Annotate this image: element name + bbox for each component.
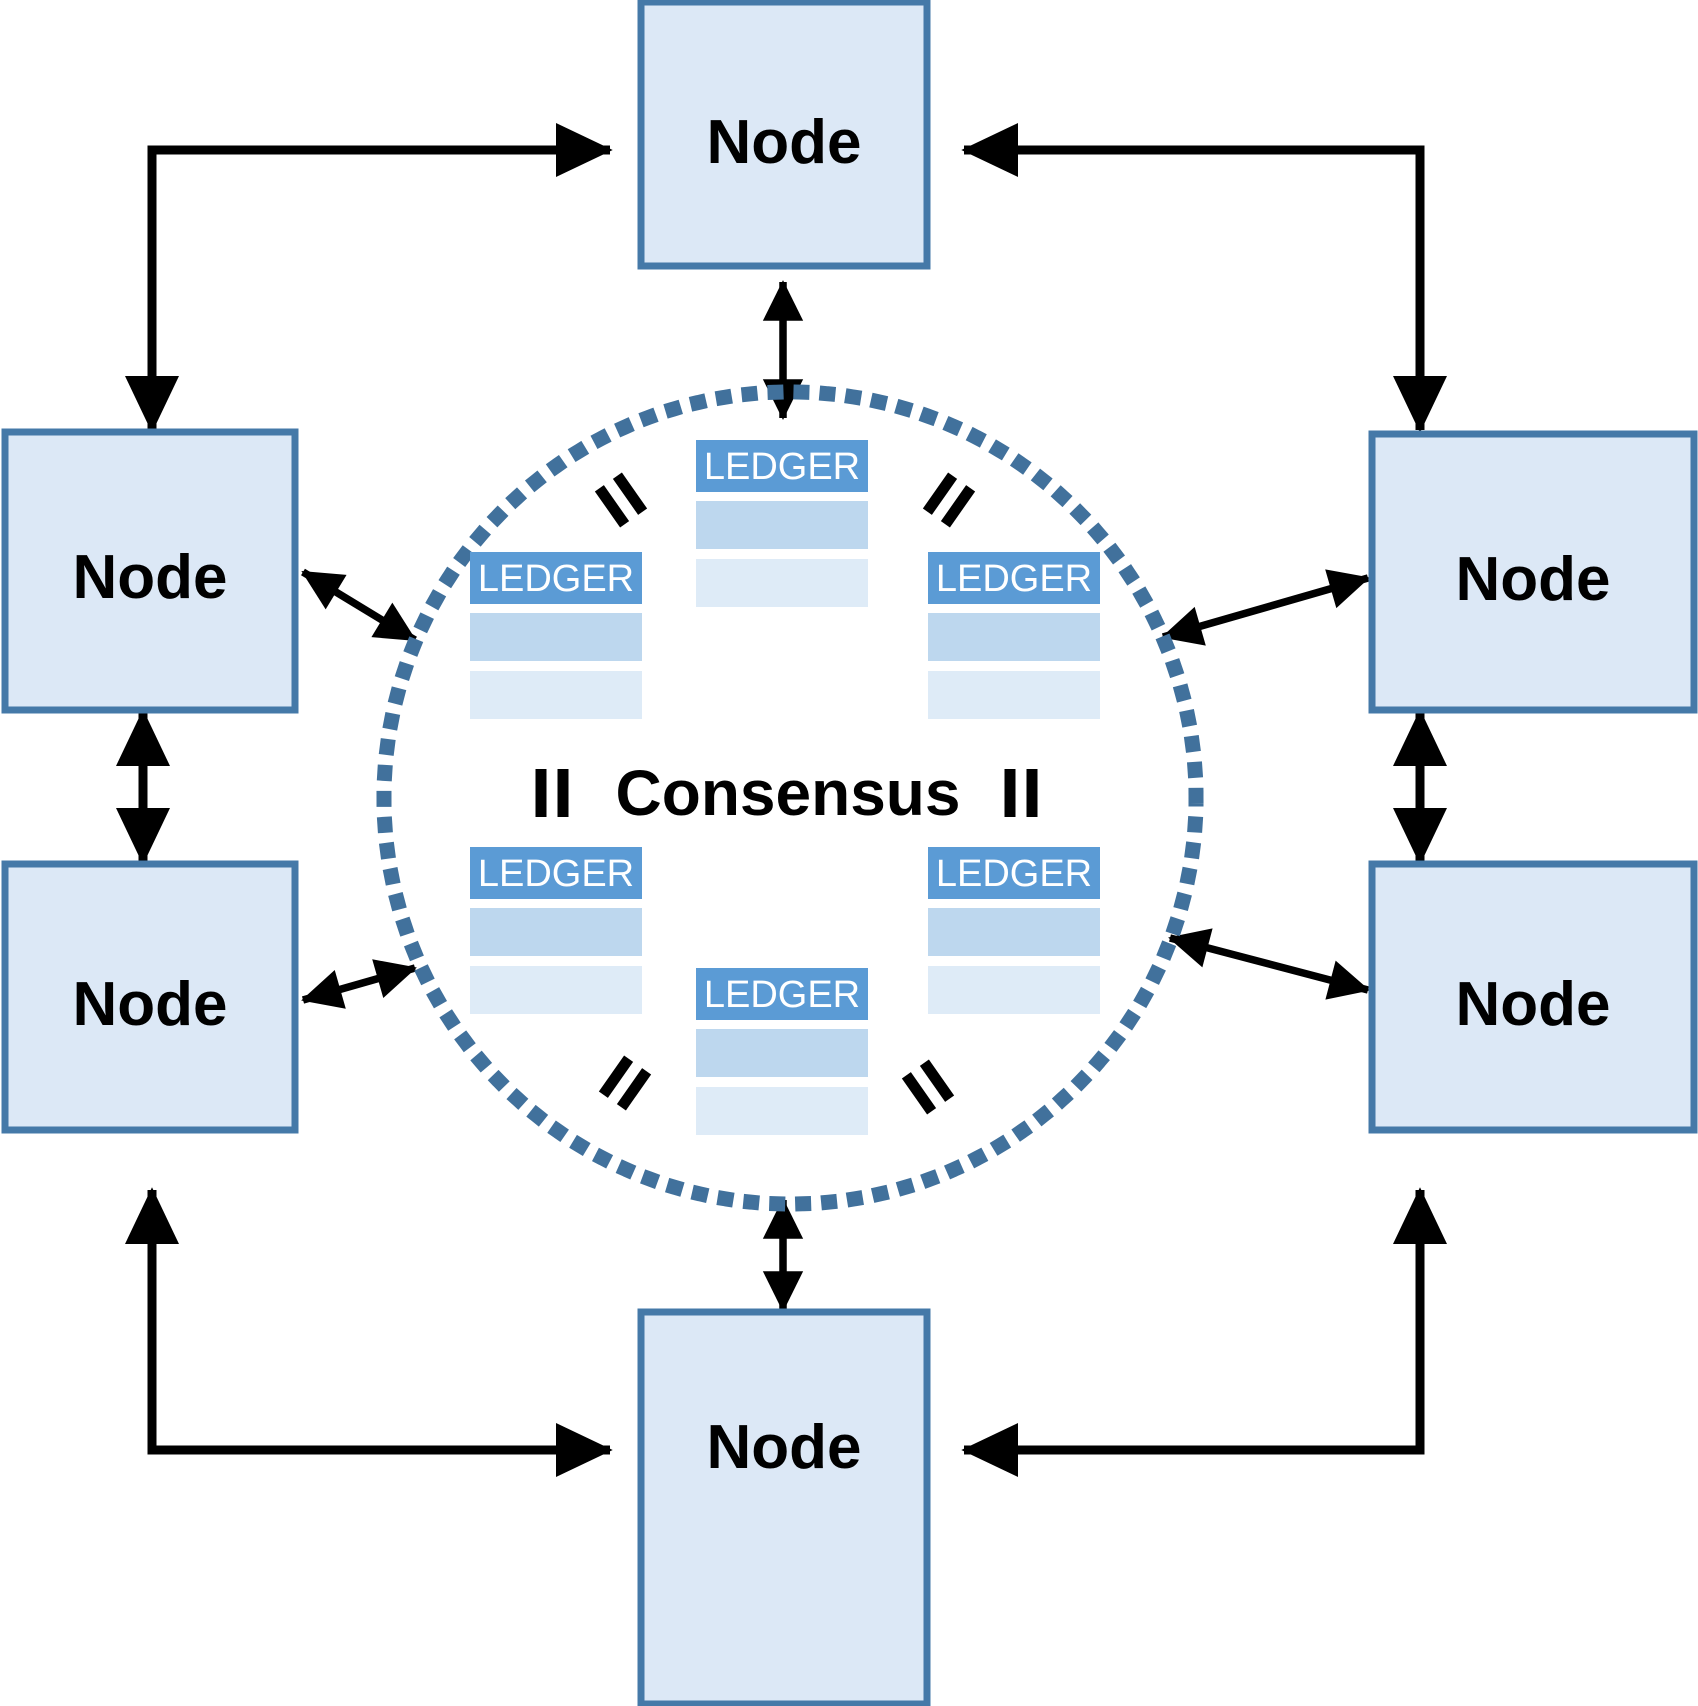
ledger-bottom[interactable]: LEDGER bbox=[696, 968, 868, 1135]
node-upper-right-label: Node bbox=[1456, 545, 1611, 614]
connector-bottomleft-elbow bbox=[125, 1187, 613, 1477]
spoke-connectors bbox=[301, 280, 1370, 1312]
ledger-lower-right-label: LEDGER bbox=[936, 853, 1092, 895]
node-top-label: Node bbox=[707, 108, 862, 177]
node-lower-left-label: Node bbox=[73, 970, 228, 1039]
ledger-upper-left-header-bar bbox=[470, 552, 642, 604]
ledger-lower-left-row-2 bbox=[470, 966, 642, 1014]
ledger-top-row-2 bbox=[696, 559, 868, 607]
equals-lower-left bbox=[598, 1055, 652, 1111]
ledger-bottom-row-2 bbox=[696, 1087, 868, 1135]
equals-upper-right bbox=[922, 472, 976, 528]
spoke-lower-right bbox=[1168, 928, 1370, 1000]
node-lower-left[interactable]: Node bbox=[1, 860, 299, 1134]
ledger-upper-right-row-1 bbox=[928, 613, 1100, 661]
equals-middle-left bbox=[535, 769, 569, 817]
equals-middle-right bbox=[1004, 769, 1038, 817]
ledger-lower-left-header-bar bbox=[470, 847, 642, 899]
ledger-lower-right-row-1 bbox=[928, 908, 1100, 956]
ledger-upper-left-row-2 bbox=[470, 671, 642, 719]
spoke-upper-left bbox=[301, 568, 417, 644]
node-upper-left-label: Node bbox=[73, 543, 228, 612]
ledger-lower-right-row-2 bbox=[928, 966, 1100, 1014]
ledger-lower-left-row-1 bbox=[470, 908, 642, 956]
ledger-lower-right[interactable]: LEDGER bbox=[928, 847, 1100, 1014]
node-upper-right[interactable]: Node bbox=[1368, 430, 1698, 714]
node-bottom-label: Node bbox=[707, 1413, 862, 1482]
ledger-lower-left-label: LEDGER bbox=[478, 853, 634, 895]
ledger-upper-right-header-bar bbox=[928, 552, 1100, 604]
ledger-upper-right[interactable]: LEDGER bbox=[928, 552, 1100, 719]
ledger-upper-right-label: LEDGER bbox=[936, 558, 1092, 600]
connector-topright-elbow bbox=[961, 123, 1447, 433]
ledger-upper-left-row-1 bbox=[470, 613, 642, 661]
ledger-upper-left-label: LEDGER bbox=[478, 558, 634, 600]
ledger-upper-right-row-2 bbox=[928, 671, 1100, 719]
equals-lower-right bbox=[901, 1059, 955, 1115]
equals-marks bbox=[535, 472, 1038, 1115]
ledger-upper-left[interactable]: LEDGER bbox=[470, 552, 642, 719]
spoke-lower-left bbox=[301, 959, 417, 1009]
ledger-bottom-label: LEDGER bbox=[704, 974, 860, 1016]
spoke-upper-right bbox=[1161, 569, 1370, 646]
ledger-lower-left[interactable]: LEDGER bbox=[470, 847, 642, 1014]
connector-bottomright-elbow bbox=[961, 1187, 1447, 1477]
ledger-top-header-bar bbox=[696, 440, 868, 492]
node-bottom[interactable]: Node bbox=[637, 1308, 931, 1706]
node-lower-right-label: Node bbox=[1456, 970, 1611, 1039]
ledger-bottom-row-1 bbox=[696, 1029, 868, 1077]
connector-topleft-elbow bbox=[125, 123, 613, 433]
ledger-top-label: LEDGER bbox=[704, 446, 860, 488]
ledger-lower-right-header-bar bbox=[928, 847, 1100, 899]
node-lower-right[interactable]: Node bbox=[1368, 860, 1698, 1134]
consensus-circle bbox=[376, 384, 1204, 1212]
outer-connectors bbox=[116, 123, 1447, 1477]
node-top[interactable]: Node bbox=[637, 0, 931, 270]
consensus-label: Consensus bbox=[616, 757, 961, 829]
node-upper-left[interactable]: Node bbox=[1, 428, 299, 714]
ledger-bottom-header-bar bbox=[696, 968, 868, 1020]
ledger-top-row-1 bbox=[696, 501, 868, 549]
ledger-cards: LEDGER LEDGER LEDGER LEDGER bbox=[470, 440, 1100, 1135]
equals-upper-left bbox=[594, 472, 648, 528]
ledger-top[interactable]: LEDGER bbox=[696, 440, 868, 607]
